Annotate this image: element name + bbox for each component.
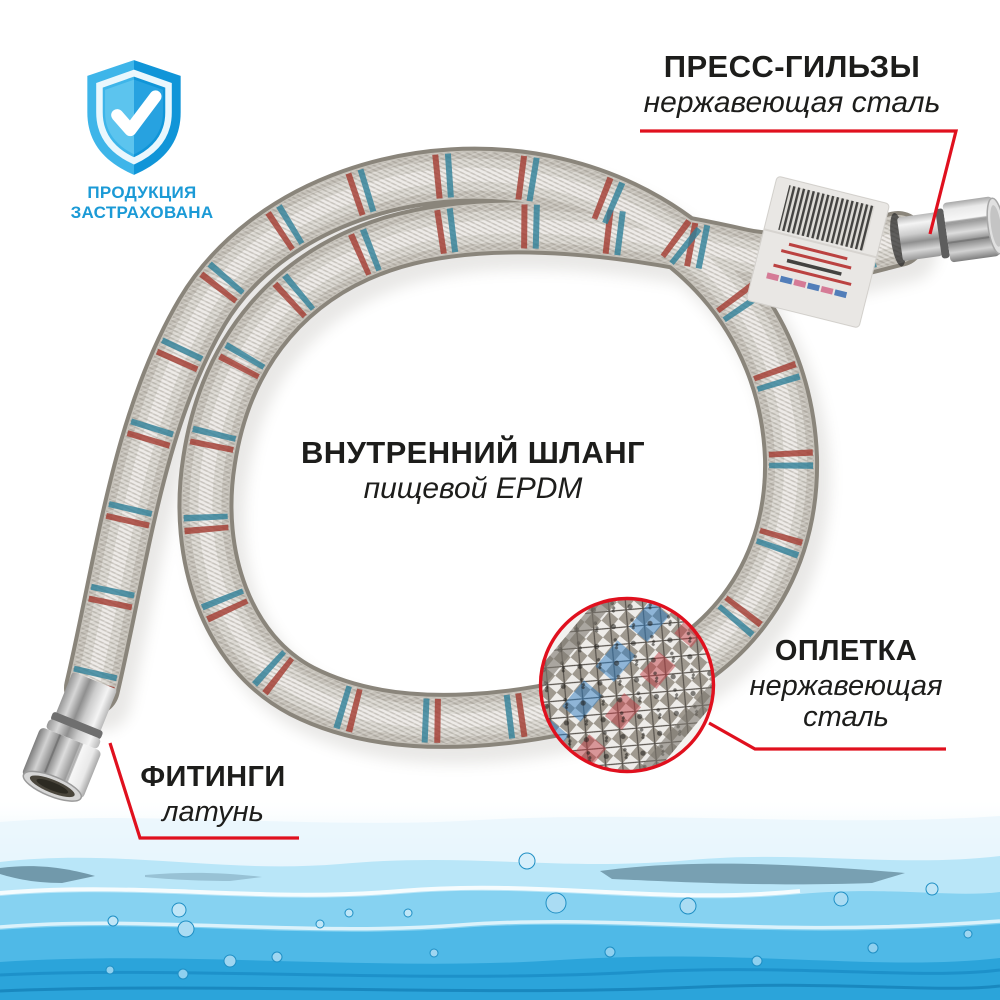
fittings-title: ФИТИНГИ <box>140 761 286 793</box>
insurance-badge-line1: ПРОДУКЦИЯ <box>87 183 197 202</box>
fittings-leader-line <box>108 742 299 840</box>
fittings-subtitle: латунь <box>162 795 264 828</box>
callout-press-sleeves: ПРЕСС-ГИЛЬЗЫ нержавеющая сталь <box>602 49 982 120</box>
press-sleeves-title: ПРЕСС-ГИЛЬЗЫ <box>663 49 921 84</box>
water-droplets <box>105 852 973 980</box>
shield-check-icon <box>87 60 181 175</box>
press-sleeves-subtitle: нержавеющая сталь <box>643 86 941 120</box>
callout-braid: ОПЛЕТКА нержавеющая сталь <box>731 635 961 734</box>
leader-lines <box>108 129 959 840</box>
braid-title: ОПЛЕТКА <box>774 635 918 667</box>
callout-inner-hose: ВНУТРЕННИЙ ШЛАНГ пищевой EPDM <box>283 435 663 506</box>
fitting-top-right <box>890 196 1000 267</box>
fitting-bottom-left <box>22 672 117 802</box>
insurance-badge-text: ПРОДУКЦИЯ ЗАСТРАХОВАНА <box>36 183 248 224</box>
water-image <box>0 798 1000 1000</box>
insurance-badge-line2: ЗАСТРАХОВАНА <box>70 203 214 223</box>
inner-hose-title: ВНУТРЕННИЙ ШЛАНГ <box>301 435 645 470</box>
press-sleeves-leader-line <box>640 129 959 235</box>
barcode-label <box>746 176 890 328</box>
callout-fittings: ФИТИНГИ латунь <box>116 761 310 828</box>
braid-subtitle: нержавеющая сталь <box>749 669 943 734</box>
braid-leader-line <box>708 721 946 751</box>
label-color-strip <box>766 272 848 299</box>
inner-hose-subtitle: пищевой EPDM <box>363 472 583 506</box>
